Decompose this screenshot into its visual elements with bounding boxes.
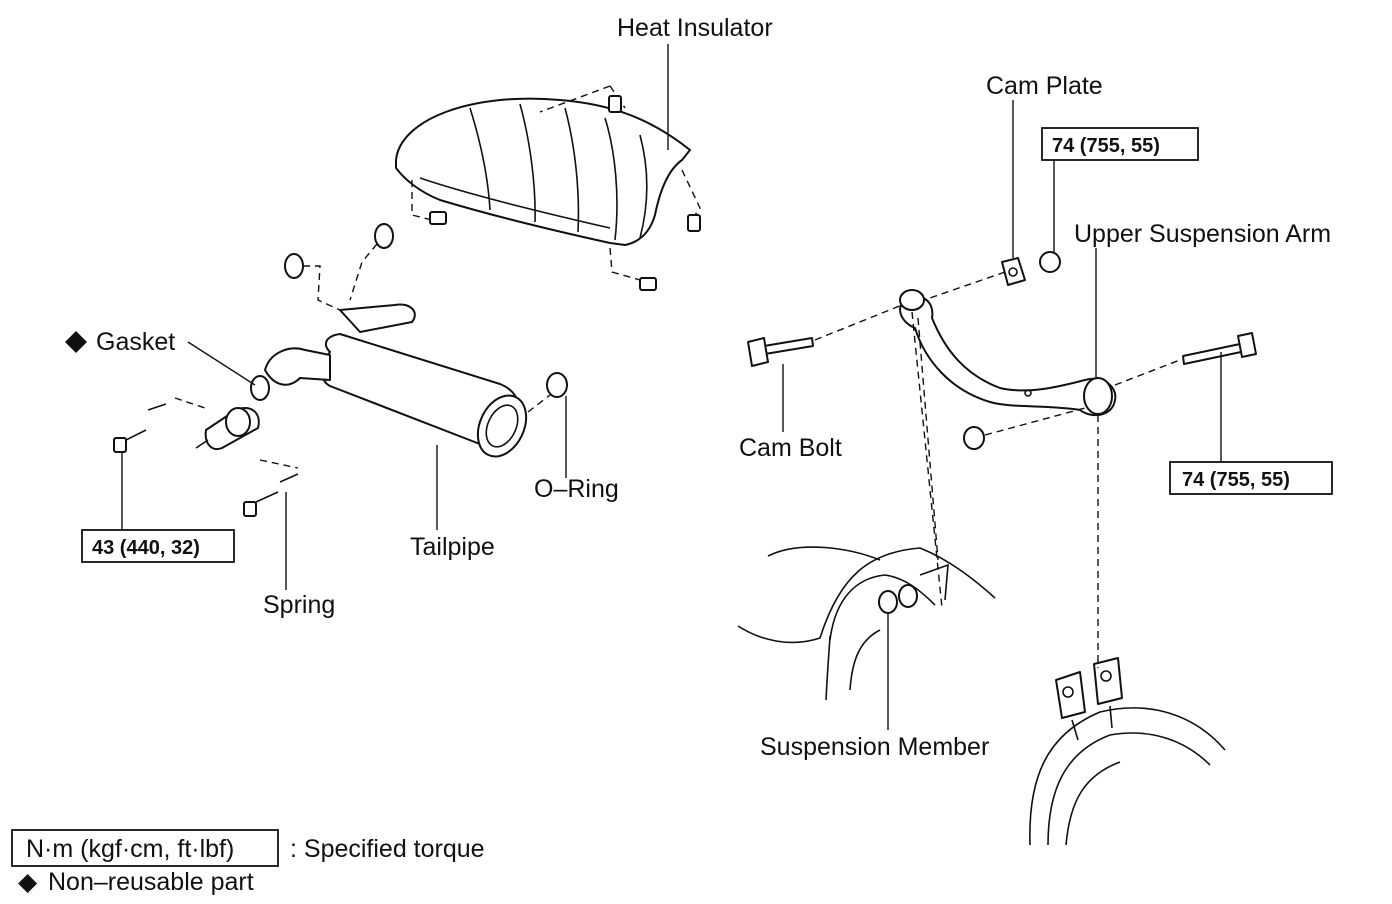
heat-insulator-part [395, 97, 691, 246]
arm-bolt-part [1182, 332, 1257, 365]
arm-bolt-guide [1114, 359, 1181, 386]
upper-suspension-arm-part [899, 289, 1117, 417]
legend-unit-desc: : Specified torque [290, 835, 485, 863]
label-suspension-member: Suspension Member [760, 733, 989, 761]
torque-value-flange-bolt: 43 (440, 32) [92, 537, 200, 559]
label-gasket: Gasket [96, 328, 175, 356]
o-ring-part [527, 372, 568, 413]
label-cam-plate: Cam Plate [986, 72, 1103, 100]
cam-bolt-part [747, 337, 814, 367]
arm-nut-guide [984, 407, 1086, 436]
gasket-part [250, 375, 270, 401]
label-tailpipe: Tailpipe [410, 533, 495, 561]
label-cam-bolt: Cam Bolt [739, 434, 842, 462]
tailpipe-part [264, 333, 528, 458]
rubber-hangers [284, 223, 416, 333]
label-heat-insulator: Heat Insulator [617, 14, 773, 42]
gasket-leader [187, 341, 256, 386]
torque-box-cam-plate-nut: 74 (755, 55) [1041, 127, 1199, 161]
gasket-non-reusable-mark [65, 331, 87, 353]
cam-plate-guide [929, 271, 1006, 299]
front-pipe-flange [195, 407, 260, 450]
cam-plate-part [1001, 257, 1026, 286]
insulator-bolts [411, 85, 701, 291]
member-guide-b [917, 317, 939, 561]
torque-value-arm-bolt: 74 (755, 55) [1182, 469, 1290, 491]
arm-nut [963, 426, 985, 450]
label-o-ring: O–Ring [534, 475, 619, 503]
cam-bolt-guide [814, 304, 903, 341]
cam-plate-nut [1039, 251, 1061, 273]
torque-value-cam-plate-nut: 74 (755, 55) [1052, 135, 1160, 157]
suspension-member-part [737, 546, 996, 701]
flange-bolts-springs [113, 397, 299, 517]
torque-box-arm-bolt: 74 (755, 55) [1169, 461, 1333, 495]
member-guide-a [911, 311, 943, 609]
axle-carrier-part [1029, 657, 1226, 846]
legend-non-reusable-symbol: ◆ [18, 868, 38, 896]
torque-box-flange-bolt: 43 (440, 32) [81, 529, 235, 563]
label-upper-suspension-arm: Upper Suspension Arm [1074, 220, 1331, 248]
legend-unit-box: N·m (kgf·cm, ft·lbf) [26, 835, 234, 863]
legend: N·m (kgf·cm, ft·lbf) : Specified torque … [11, 829, 485, 896]
label-spring: Spring [263, 591, 335, 619]
legend-non-reusable-text: Non–reusable part [48, 868, 254, 896]
